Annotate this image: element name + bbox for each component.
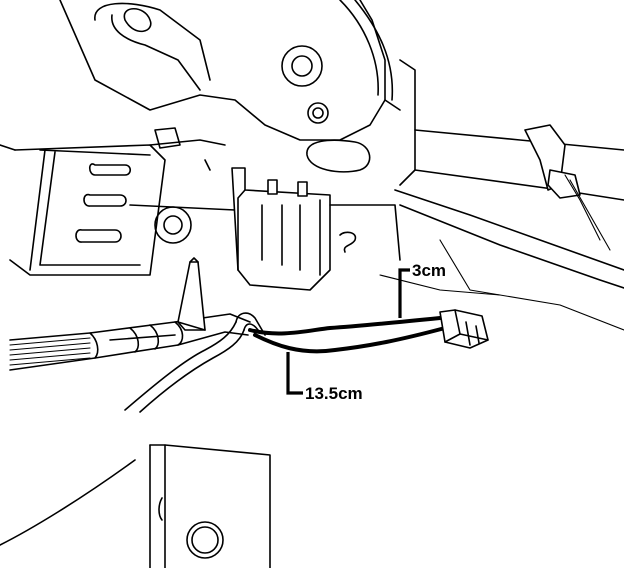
center-connector-bracket [204, 159, 401, 291]
lower-callout-label: 13.5cm [305, 384, 363, 403]
right-rail [379, 124, 624, 331]
lower-callout-leader [286, 352, 303, 395]
left-plate [0, 127, 236, 276]
lower-panel [0, 444, 271, 568]
harness-clip [124, 257, 266, 413]
upper-bracket [59, 0, 416, 186]
upper-callout-label: 3cm [412, 261, 446, 280]
wiring-harness [9, 313, 251, 371]
branch-wires [248, 316, 447, 354]
terminal-connector [439, 309, 489, 349]
upper-callout-leader [398, 268, 410, 318]
